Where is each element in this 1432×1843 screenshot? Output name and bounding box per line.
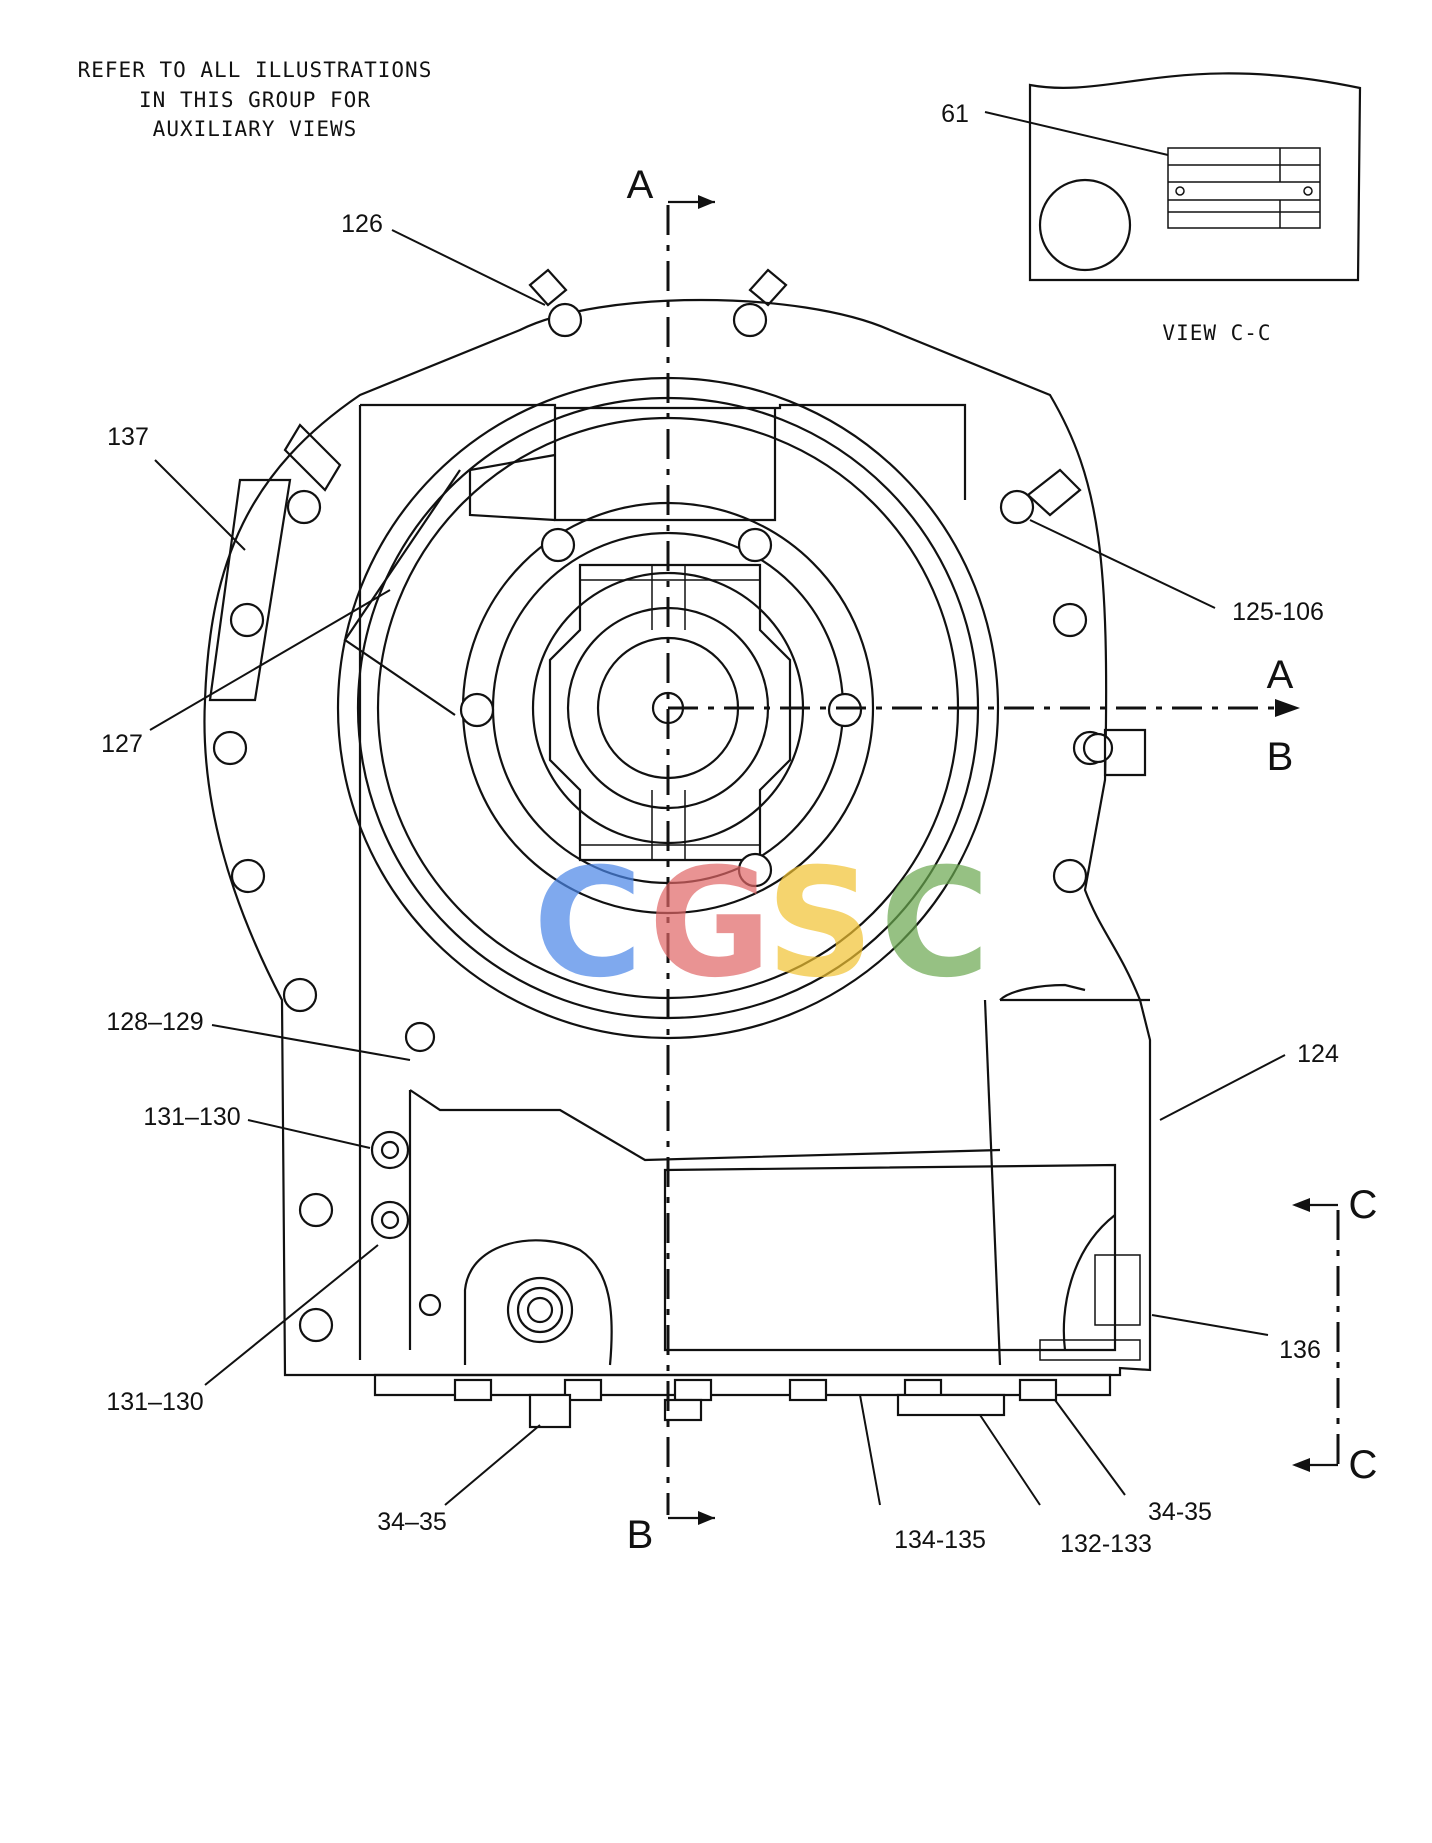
callout-132-133: 132-133 (1060, 1530, 1152, 1558)
callout-127: 127 (101, 730, 143, 758)
callout-131-130-b: 131–130 (106, 1388, 203, 1416)
bottom-bolts (453, 1378, 1058, 1429)
section-letter-c-bottom: C (1349, 1443, 1378, 1487)
callout-134-135: 134-135 (894, 1526, 986, 1554)
callout-131-130-a: 131–130 (143, 1103, 240, 1131)
section-letter-a-right: A (1267, 653, 1294, 697)
view-c-c-label: VIEW C-C (1162, 321, 1271, 345)
callout-125-106: 125-106 (1232, 598, 1324, 626)
section-letter-b-bottom: B (627, 1513, 654, 1557)
section-lines: A A B B C C (627, 163, 1378, 1557)
callout-137: 137 (107, 423, 149, 451)
note-line-1: REFER TO ALL ILLUSTRATIONS (78, 58, 433, 82)
sensor-brackets (208, 268, 1147, 777)
note-line-2: IN THIS GROUP FOR (139, 88, 371, 112)
watermark-letter-1: C (533, 837, 643, 1011)
note-line-3: AUXILIARY VIEWS (153, 117, 358, 141)
callout-128-129: 128–129 (106, 1008, 203, 1036)
section-letter-a-top: A (627, 163, 654, 207)
watermark-letter-3: S (766, 837, 874, 1011)
leader-lines (149, 111, 1286, 1506)
callout-61: 61 (941, 100, 969, 128)
watermark-letter-4: C (880, 837, 990, 1011)
callout-124: 124 (1297, 1040, 1339, 1068)
callout-34-35-left: 34–35 (377, 1508, 447, 1536)
watermark-letter-2: G (648, 837, 771, 1011)
callout-136: 136 (1279, 1336, 1321, 1364)
illustration-note: REFER TO ALL ILLUSTRATIONS IN THIS GROUP… (78, 58, 433, 141)
section-letter-c-top: C (1349, 1183, 1378, 1227)
cgsc-watermark-logo: C G S C (533, 837, 990, 1011)
callout-34-35-right: 34-35 (1148, 1498, 1212, 1526)
section-letter-b-right: B (1267, 735, 1294, 779)
flange-bolt-holes (212, 302, 1114, 1343)
callout-126: 126 (341, 210, 383, 238)
callout-numbers: 61 126 137 127 125-106 124 128–129 131–1… (101, 100, 1339, 1558)
view-c-c-inset: VIEW C-C (1028, 72, 1362, 345)
